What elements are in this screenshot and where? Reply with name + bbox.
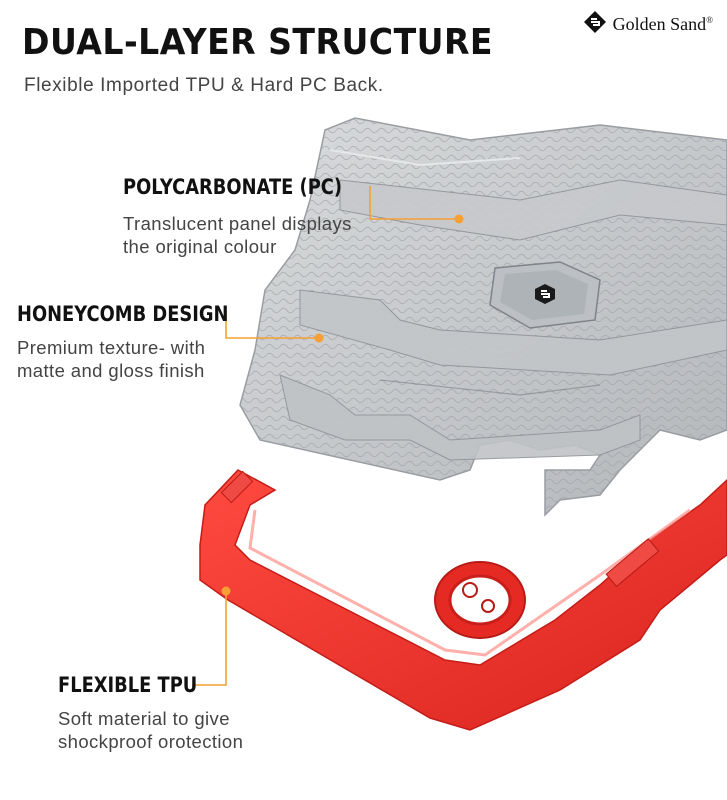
feature-desc-honeycomb: Premium texture- with matte and gloss fi… <box>17 336 205 382</box>
feature-desc-line: matte and gloss finish <box>17 360 205 381</box>
golden-sand-logo-icon <box>583 10 607 39</box>
feature-desc-pc: Translucent panel displays the original … <box>123 212 352 258</box>
feature-desc-tpu: Soft material to give shockproof orotect… <box>58 707 243 753</box>
brand: Golden Sand® <box>583 10 713 39</box>
pc-back-plate <box>239 117 727 517</box>
callout-dot-tpu <box>221 586 231 596</box>
callout-line-honeycomb <box>225 310 318 339</box>
feature-heading-pc: POLYCARBONATE (PC) <box>123 175 343 199</box>
feature-desc-line: shockproof orotection <box>58 731 244 752</box>
feature-desc-line: Premium texture- with <box>17 337 206 358</box>
callout-dot-pc <box>454 214 464 224</box>
callout-line-pc <box>369 186 458 220</box>
feature-heading-tpu: FLEXIBLE TPU <box>58 673 198 697</box>
feature-desc-line: Soft material to give <box>58 708 230 729</box>
gs-logo-icon <box>533 283 557 305</box>
callout-line-tpu <box>192 592 227 686</box>
feature-desc-line: Translucent panel displays <box>123 213 352 234</box>
page-subtitle: Flexible Imported TPU & Hard PC Back. <box>24 75 384 96</box>
feature-heading-honeycomb: HONEYCOMB DESIGN <box>17 302 229 326</box>
tpu-bumper-frame <box>199 469 727 731</box>
feature-desc-line: the original colour <box>123 236 277 257</box>
brand-name: Golden Sand® <box>612 14 713 34</box>
callout-dot-honeycomb <box>314 333 324 343</box>
page-title: DUAL-LAYER STRUCTURE <box>22 22 494 63</box>
